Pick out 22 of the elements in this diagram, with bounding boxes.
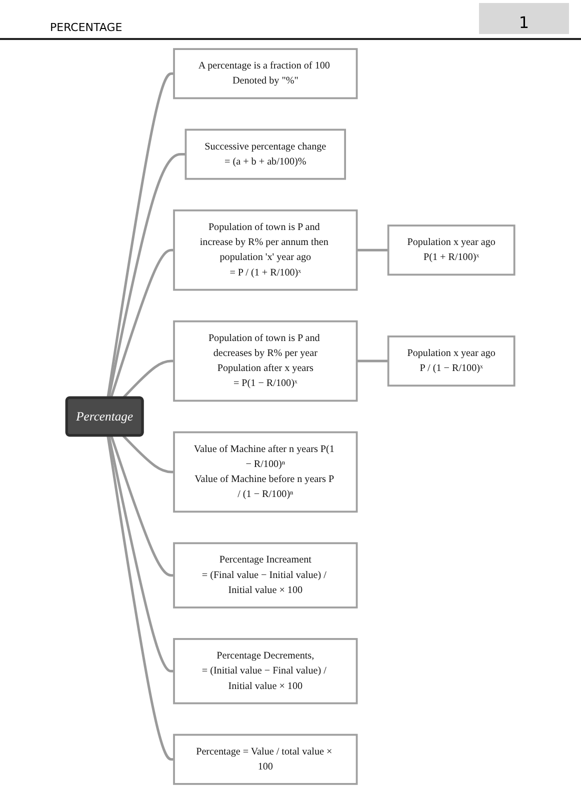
node-box: Population of town is P and increase by R% per annum then population 'x' year ago = P / (1 + R/100)ˣ: [173, 208, 358, 290]
connector: [108, 434, 174, 672]
connector: [356, 359, 388, 362]
connector: [108, 152, 186, 398]
node-box: Successive percentage change = (a + b + ab/100)%: [184, 128, 346, 180]
header-title: PERCENTAGE: [50, 21, 122, 34]
page-number: 1: [478, 3, 569, 34]
connector: [356, 248, 388, 251]
node-box: Percentage Decrements, = (Initial value − Final value) / Initial value × 100: [173, 638, 358, 704]
node-box: Population x year ago P(1 + R/100)ˣ: [387, 224, 516, 276]
node-box: Value of Machine after n years P(1 − R/100)ⁿ Value of Machine before n years P / (1 − R/100)ⁿ: [173, 430, 358, 512]
node-box: A percentage is a fraction of 100 Denoted by "%": [173, 48, 358, 99]
node-box: Population of town is P and decreases by R% per year Population after x years = P(1 − R/100)ˣ: [173, 320, 358, 402]
node-box: Percentage Increament = (Final value − Initial value) / Initial value × 100: [173, 542, 358, 608]
node-box: Population x year ago P / (1 − R/100)ˣ: [387, 335, 516, 386]
connector: [110, 248, 174, 398]
connector: [122, 359, 174, 398]
node-box: Percentage = Value / total value × 100: [173, 733, 358, 784]
connector: [106, 435, 174, 760]
connector: [122, 434, 174, 473]
connector: [110, 434, 174, 576]
connector: [106, 72, 174, 398]
